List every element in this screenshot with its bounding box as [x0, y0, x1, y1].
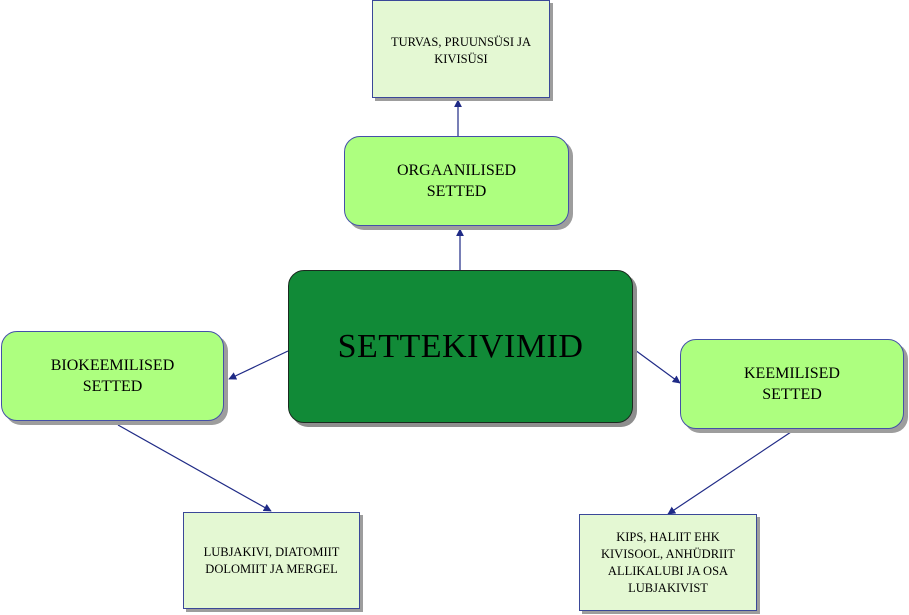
chemical-examples-label: KIPS, HALIIT EHK KIVISOOL, ANHÜDRIIT ALL… [600, 529, 735, 595]
arrow-biochemical-to-example [117, 424, 272, 512]
sedimentary-rocks-node: SETTEKIVIMID [288, 270, 633, 423]
arrow-center-to-biochemical [228, 350, 289, 380]
biochemical-examples-box: LUBJAKIVI, DIATOMIIT DOLOMIIT JA MERGEL [183, 512, 360, 609]
chemical-examples-box: KIPS, HALIIT EHK KIVISOOL, ANHÜDRIIT ALL… [579, 514, 757, 611]
arrow-chemical-to-example [667, 431, 792, 515]
organic-sediments-node: ORGAANILISED SETTED [344, 136, 569, 226]
organic-examples-label: TURVAS, PRUUNSÜSI JA KIVISÜSI [390, 35, 532, 66]
arrow-center-to-chemical [634, 349, 681, 384]
sedimentary-rocks-label: SETTEKIVIMID [337, 327, 584, 365]
biochemical-sediments-label: BIOKEEMILISED SETTED [50, 357, 175, 395]
biochemical-sediments-node: BIOKEEMILISED SETTED [1, 331, 224, 421]
organic-examples-box: TURVAS, PRUUNSÜSI JA KIVISÜSI [372, 0, 550, 98]
organic-sediments-label: ORGAANILISED SETTED [396, 162, 517, 200]
chemical-sediments-label: KEEMILISED SETTED [744, 365, 840, 403]
biochemical-examples-label: LUBJAKIVI, DIATOMIIT DOLOMIIT JA MERGEL [203, 544, 340, 576]
chemical-sediments-node: KEEMILISED SETTED [680, 339, 904, 429]
